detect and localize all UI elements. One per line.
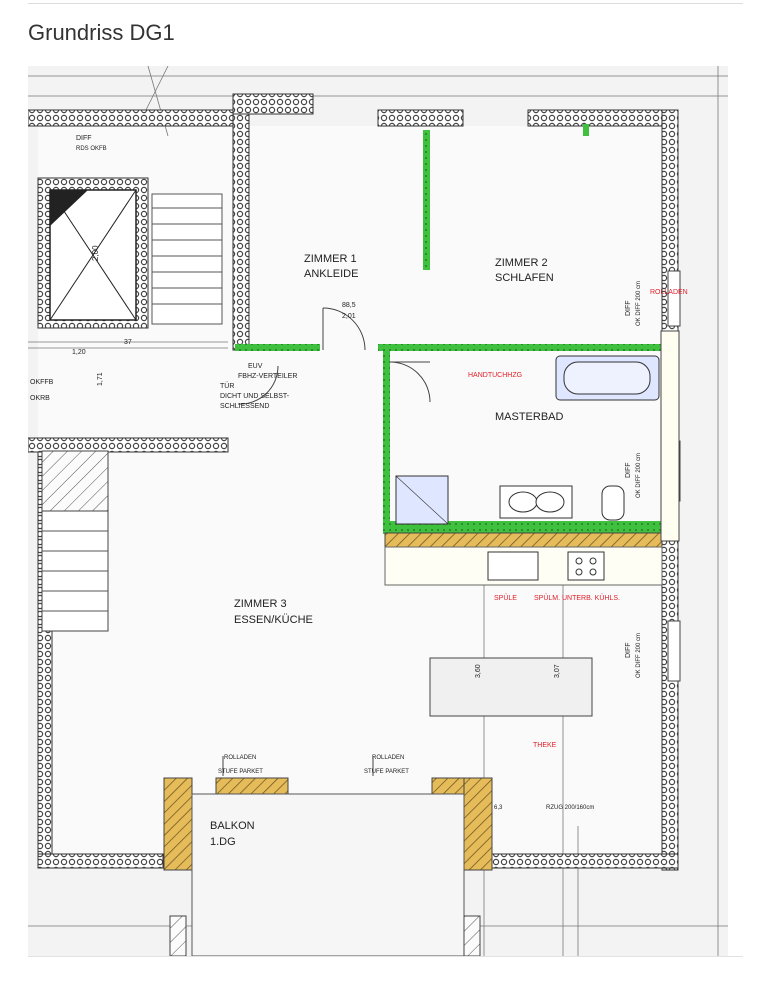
room-balkon-name: BALKON xyxy=(210,820,255,832)
windows-right xyxy=(660,270,681,682)
washbasin xyxy=(499,485,573,519)
note-spuele: SPÜLE xyxy=(494,594,517,602)
note-diff-2: DIFF xyxy=(625,462,632,478)
note-dim-120: 1,20 xyxy=(72,349,86,356)
room-zimmer3-use: ESSEN/KÜCHE xyxy=(234,614,313,626)
note-schliessend: SCHLIESSEND xyxy=(220,403,269,410)
top-divider xyxy=(28,3,743,4)
note-handtuch: HANDTUCHHZG xyxy=(468,372,522,379)
note-euv: EUV xyxy=(248,363,263,370)
page-title: Grundriss DG1 xyxy=(28,20,175,45)
note-fbhz: FBHZ-VERTEILER xyxy=(238,373,297,380)
staircase-lower xyxy=(41,450,109,632)
staircase-upper xyxy=(151,193,223,325)
note-rolladen-door-1: ROLLADEN xyxy=(224,755,256,761)
note-theke: THEKE xyxy=(533,742,557,749)
balcony xyxy=(163,777,493,957)
note-rolladen-right: ROLLADEN xyxy=(650,289,688,296)
note-tuer: TÜR xyxy=(220,382,234,390)
dimension-lines xyxy=(28,65,728,956)
note-diff-1: DIFF xyxy=(625,300,632,316)
note-dim-360: 3,60 xyxy=(475,664,482,678)
note-dim-307: 3,07 xyxy=(554,664,561,678)
green-walls xyxy=(235,124,662,541)
note-door-dim-1: 88,5 xyxy=(342,302,356,309)
lift-shaft xyxy=(49,189,137,321)
note-stufe-2: STUFE PARKET xyxy=(364,769,409,775)
note-dim-63: 6,3 xyxy=(494,805,503,811)
note-rzug: RZUG 200/160cm xyxy=(546,805,594,811)
room-zimmer2-use: SCHLAFEN xyxy=(495,272,554,284)
note-ok-diff-3: OK DIFF 200 cm xyxy=(636,633,642,678)
bottom-divider xyxy=(28,956,743,957)
room-zimmer1-name: ZIMMER 1 xyxy=(304,253,357,265)
note-stufe-1: STUFE PARKET xyxy=(218,769,263,775)
doors xyxy=(222,307,431,776)
kitchen-sink xyxy=(487,551,605,581)
note-rds-okfb: RDS OKFB xyxy=(76,146,107,152)
note-okrb: OKRB xyxy=(30,395,50,402)
floor-plan-drawing: 2,00 xyxy=(27,65,728,957)
note-door-dim-2: 2,01 xyxy=(342,313,356,320)
note-dim-37: 37 xyxy=(124,339,132,346)
room-zimmer1-use: ANKLEIDE xyxy=(304,268,358,280)
note-diff-top: DIFF xyxy=(76,135,92,142)
toilet xyxy=(601,485,625,521)
note-dicht: DICHT UND SELBST- xyxy=(220,393,290,400)
kitchen-island xyxy=(429,657,593,717)
note-rolladen-door-2: ROLLADEN xyxy=(372,755,404,761)
note-diff-3: DIFF xyxy=(625,642,632,658)
room-balkon-floor: 1.DG xyxy=(210,836,236,848)
stair-dimension: 2,00 xyxy=(91,245,100,261)
note-ok-diff-1: OK DIFF 200 cm xyxy=(636,281,642,326)
room-masterbad: MASTERBAD xyxy=(495,411,564,423)
note-spuelmaschine: SPÜLM. UNTERB. KÜHLS. xyxy=(534,594,620,602)
note-okffb: OKFFB xyxy=(30,379,54,386)
floor-plan: 2,00 xyxy=(27,65,728,957)
room-zimmer3-name: ZIMMER 3 xyxy=(234,598,287,610)
shower xyxy=(395,475,449,525)
note-dim-171: 1,71 xyxy=(97,372,104,386)
note-ok-diff-2: OK DIFF 200 cm xyxy=(636,453,642,498)
bathtub xyxy=(555,355,660,401)
counter-hatch xyxy=(384,532,663,548)
room-zimmer2-name: ZIMMER 2 xyxy=(495,257,548,269)
